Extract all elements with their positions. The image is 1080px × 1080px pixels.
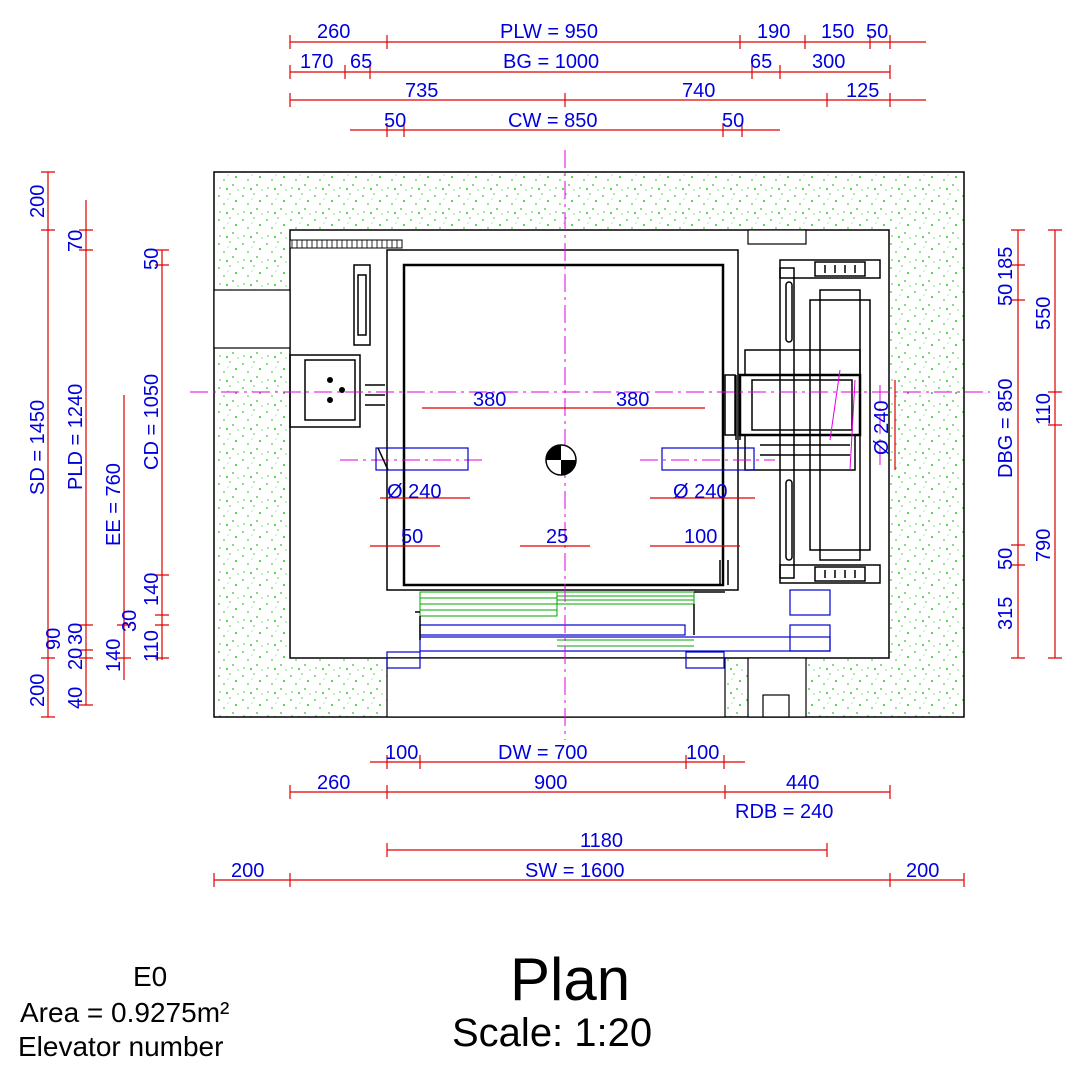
- dim-dw: DW = 700: [498, 742, 587, 764]
- dim-50-cw-left: 50: [384, 110, 406, 132]
- dim-140-b: 140: [103, 639, 125, 672]
- dim-260-bottom: 260: [317, 772, 350, 794]
- center-of-gravity-icon: F: [545, 444, 577, 476]
- dim-30-a: 30: [65, 623, 87, 645]
- dim-50-right-b: 50: [995, 548, 1017, 570]
- landing-door-opening: [386, 657, 726, 718]
- dim-dia-left: Ø 240: [387, 481, 441, 503]
- dim-40: 40: [65, 687, 87, 709]
- dim-380-right: 380: [616, 389, 649, 411]
- comb-strip: [289, 239, 403, 249]
- dim-90: 90: [43, 628, 65, 650]
- dim-200-right-bottom: 200: [906, 860, 939, 882]
- drive-machine: [724, 259, 881, 584]
- title-block: Plan Scale: 1:20 E0 Area = 0.9275m² Elev…: [18, 946, 652, 1062]
- dim-ee: EE = 760: [103, 463, 125, 546]
- dim-200-bottom-left: 200: [27, 674, 49, 707]
- scale-label: Scale: 1:20: [452, 1011, 652, 1055]
- dim-dia-right: Ø 240: [673, 481, 727, 503]
- dim-bg: BG = 1000: [503, 51, 599, 73]
- elevator-car: [289, 239, 831, 669]
- dim-sd: SD = 1450: [27, 400, 49, 495]
- dim-300: 300: [812, 51, 845, 73]
- dim-dia-vert: Ø 240: [871, 401, 893, 455]
- dim-cd: CD = 1050: [141, 374, 163, 470]
- dim-gap-25: 25: [546, 526, 568, 548]
- dim-200-top-left: 200: [27, 185, 49, 218]
- dim-735: 735: [405, 80, 438, 102]
- dim-900: 900: [534, 772, 567, 794]
- dim-100-left: 100: [385, 742, 418, 764]
- shaft-walls: [213, 171, 965, 718]
- dim-200-left-bottom: 200: [231, 860, 264, 882]
- dim-20: 20: [65, 648, 87, 670]
- dim-190: 190: [757, 21, 790, 43]
- dim-65-right: 65: [750, 51, 772, 73]
- dim-1180: 1180: [580, 830, 623, 852]
- dim-110-left: 110: [141, 630, 163, 662]
- dim-50-left: 50: [141, 248, 163, 270]
- dim-65-left: 65: [350, 51, 372, 73]
- dim-gap-100: 100: [684, 526, 717, 548]
- governor: [289, 354, 361, 428]
- dimension-lines: [41, 35, 1062, 887]
- elevator-id: E0: [133, 961, 167, 992]
- wall-opening-left: [213, 289, 291, 349]
- dim-110-right: 110: [1033, 393, 1055, 425]
- dim-260-top: 260: [317, 21, 350, 43]
- dim-plw: PLW = 950: [500, 21, 598, 43]
- dim-gap-50: 50: [401, 526, 423, 548]
- dim-315: 315: [995, 597, 1017, 630]
- dim-50-top: 50: [866, 21, 888, 43]
- buffers: [375, 447, 755, 471]
- area-label: Area = 0.9275m²: [20, 997, 229, 1028]
- dim-140-left: 140: [141, 573, 163, 606]
- dim-380-left: 380: [473, 389, 506, 411]
- dim-dbg: DBG = 850: [995, 378, 1017, 478]
- right-dimensions: 185 50 550 DBG = 850 110 50 790 315: [995, 247, 1055, 630]
- dim-740: 740: [682, 80, 715, 102]
- dim-50-right-a: 50: [995, 284, 1017, 306]
- dim-790: 790: [1033, 529, 1055, 562]
- dim-sw: SW = 1600: [525, 860, 625, 882]
- dim-125: 125: [846, 80, 879, 102]
- dim-185: 185: [995, 247, 1017, 280]
- inner-dimensions: 380 380 Ø 240 Ø 240 50 25 100 Ø 240: [387, 389, 893, 548]
- bottom-dimensions: 100 DW = 700 100 260 900 440 RDB = 240 1…: [231, 742, 939, 882]
- dim-50-cw-right: 50: [722, 110, 744, 132]
- dim-150: 150: [821, 21, 854, 43]
- dim-rdb: RDB = 240: [735, 801, 833, 823]
- dim-30-b: 30: [119, 610, 141, 632]
- elevator-number-label: Elevator number: [18, 1031, 223, 1062]
- dim-170: 170: [300, 51, 333, 73]
- dim-100-right: 100: [686, 742, 719, 764]
- dim-cw: CW = 850: [508, 110, 597, 132]
- top-dimensions: 260 PLW = 950 190 150 50 170 65 BG = 100…: [300, 21, 888, 132]
- dim-440: 440: [786, 772, 819, 794]
- dim-70: 70: [65, 230, 87, 252]
- dim-550: 550: [1033, 297, 1055, 330]
- left-dimensions: SD = 1450 PLD = 1240 CD = 1050 EE = 760 …: [27, 185, 163, 709]
- dim-pld: PLD = 1240: [65, 384, 87, 490]
- plan-title: Plan: [510, 946, 630, 1013]
- svg-text:F: F: [568, 464, 574, 474]
